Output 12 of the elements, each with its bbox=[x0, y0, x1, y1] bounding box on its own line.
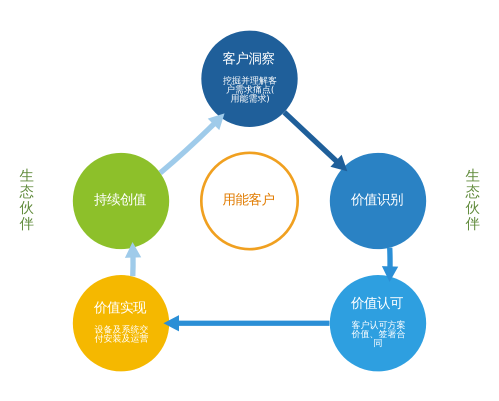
label: 生态伙伴 bbox=[19, 168, 34, 232]
node-circle: 价值实现 设备及系统交付安装及运营 bbox=[72, 274, 170, 371]
label: 生态伙伴 bbox=[465, 168, 480, 232]
arrow bbox=[158, 112, 225, 174]
arrow bbox=[282, 110, 348, 171]
arrow bbox=[382, 247, 398, 282]
arrow bbox=[124, 242, 142, 276]
node-circle: 持续创值 bbox=[72, 152, 170, 249]
arrow bbox=[163, 314, 330, 331]
node-circle: 价值认可 客户认可方案价值、签署合同 bbox=[330, 274, 426, 371]
node-circle: 用能客户 bbox=[200, 150, 300, 250]
node-circle: 客户洞察 挖掘并理解客户需求痛点(用能需求) bbox=[201, 30, 298, 126]
